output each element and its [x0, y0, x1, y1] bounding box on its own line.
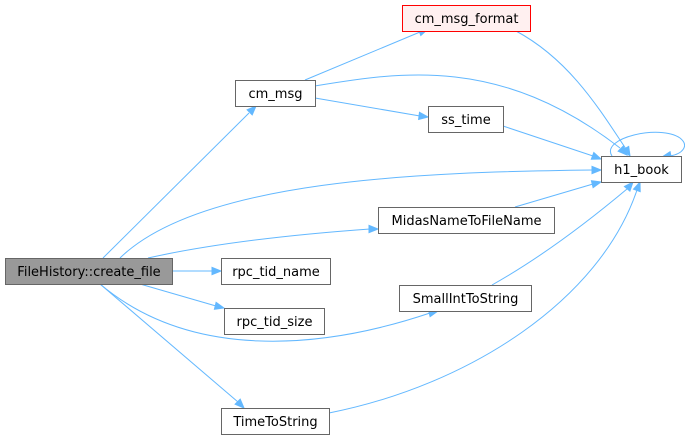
edge-line — [102, 112, 250, 259]
node-TimeToString[interactable]: TimeToString — [221, 408, 330, 435]
arrowhead-icon — [623, 180, 634, 193]
edge-MidasNameToFileName-to-h1_book — [514, 180, 603, 208]
arrowhead-icon — [246, 105, 257, 116]
edge-line — [502, 125, 594, 157]
node-cm_msg_format[interactable]: cm_msg_format — [402, 5, 531, 32]
edge-line — [328, 189, 638, 414]
edge-cm_msg-to-cm_msg_format — [304, 28, 430, 81]
edge-create_file-to-rpc_tid_name — [172, 266, 223, 276]
node-label: FileHistory::create_file — [17, 265, 160, 280]
node-box[interactable] — [428, 106, 504, 133]
arrowhead-icon — [213, 301, 226, 310]
node-box[interactable] — [5, 258, 173, 285]
node-box[interactable] — [235, 80, 316, 107]
arrowhead-icon — [418, 111, 430, 121]
edge-cm_msg-to-ss_time — [314, 97, 430, 121]
edge-create_file-to-MidasNameToFileName — [147, 224, 380, 259]
node-label: rpc_tid_name — [232, 265, 320, 280]
node-box[interactable] — [221, 258, 331, 285]
arrowhead-icon — [590, 151, 603, 160]
arrowhead-icon — [621, 145, 631, 158]
node-box[interactable] — [378, 207, 555, 234]
edge-create_file-to-cm_msg — [102, 105, 257, 259]
node-h1_book[interactable]: h1_book — [601, 156, 682, 183]
edge-line — [314, 74, 621, 149]
edge-line — [139, 283, 217, 307]
node-box[interactable] — [601, 156, 682, 183]
node-box[interactable] — [221, 408, 330, 435]
node-ss_time[interactable]: ss_time — [428, 106, 504, 133]
node-rpc_tid_name[interactable]: rpc_tid_name — [221, 258, 331, 285]
edge-line — [491, 188, 628, 286]
node-cm_msg[interactable]: cm_msg — [235, 80, 316, 107]
node-label: cm_msg_format — [415, 12, 519, 27]
node-label: TimeToString — [232, 415, 317, 430]
edge-line — [99, 283, 239, 403]
node-label: rpc_tid_size — [237, 315, 313, 330]
edge-line — [304, 31, 421, 81]
node-label: cm_msg — [249, 87, 303, 102]
edge-line — [515, 30, 627, 150]
arrowhead-icon — [368, 224, 380, 234]
edge-line — [609, 131, 685, 157]
node-MidasNameToFileName[interactable]: MidasNameToFileName — [378, 207, 555, 234]
node-rpc_tid_size[interactable]: rpc_tid_size — [224, 308, 325, 335]
edge-SmallIntToString-to-h1_book — [491, 180, 634, 286]
edge-create_file-to-h1_book — [119, 165, 603, 259]
node-label: h1_book — [614, 163, 669, 178]
edge-line — [119, 169, 594, 259]
edge-h1_book-to-h1_book — [609, 131, 685, 160]
node-box[interactable] — [399, 285, 532, 312]
edge-cm_msg_format-to-h1_book — [515, 30, 631, 158]
edge-TimeToString-to-h1_book — [328, 180, 641, 414]
node-box[interactable] — [224, 308, 325, 335]
node-label: MidasNameToFileName — [392, 214, 542, 229]
node-box[interactable] — [402, 5, 531, 32]
arrowhead-icon — [234, 398, 245, 409]
edge-line — [314, 97, 421, 117]
edge-create_file-to-TimeToString — [99, 283, 245, 409]
node-create_file[interactable]: FileHistory::create_file — [5, 258, 173, 285]
edge-line — [99, 283, 431, 342]
arrowhead-icon — [590, 180, 603, 189]
arrowhead-icon — [632, 180, 641, 193]
node-SmallIntToString[interactable]: SmallIntToString — [399, 285, 532, 312]
node-label: SmallIntToString — [413, 292, 519, 307]
edge-line — [514, 183, 594, 208]
arrowhead-icon — [211, 266, 223, 276]
arrowhead-icon — [591, 165, 603, 175]
edge-line — [147, 228, 371, 259]
edge-ss_time-to-h1_book — [502, 125, 603, 160]
node-label: ss_time — [441, 113, 490, 128]
edge-create_file-to-rpc_tid_size — [139, 283, 226, 310]
